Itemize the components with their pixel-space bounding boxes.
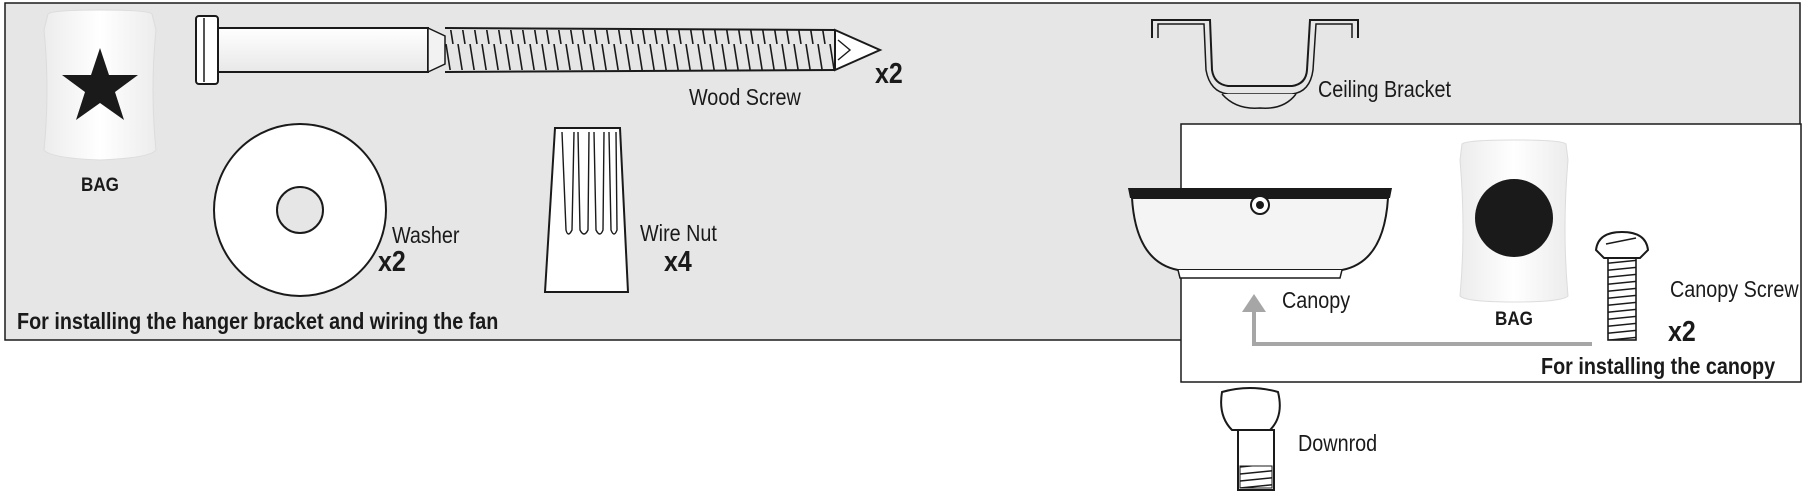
wood-screw-drawing (195, 15, 883, 85)
canopy-screw-label: Canopy Screw (1670, 276, 1799, 302)
canopy-label: Canopy (1282, 287, 1351, 313)
washer-qty: x2 (378, 246, 406, 278)
ceiling-bracket-drawing (1151, 19, 1359, 109)
wire-nut-qty: x4 (664, 246, 692, 278)
canopy-bag-label: BAG (1494, 309, 1533, 330)
canopy-drawing (1128, 188, 1392, 279)
downrod-drawing (1220, 387, 1281, 491)
star-icon (62, 48, 138, 120)
arrow-icon (1242, 294, 1592, 346)
canopy-screw-drawing (1594, 230, 1650, 341)
washer-drawing (213, 123, 387, 297)
wood-screw-qty: x2 (875, 58, 903, 90)
bag-star (43, 9, 157, 161)
ceiling-bracket-label: Ceiling Bracket (1318, 76, 1452, 102)
bag-label: BAG (80, 175, 119, 196)
downrod-label: Downrod (1298, 430, 1378, 456)
wood-screw-label: Wood Screw (689, 84, 801, 110)
hardware-caption: For installing the hanger bracket and wi… (17, 308, 499, 334)
canopy-screw-qty: x2 (1668, 316, 1696, 348)
wire-nut-label: Wire Nut (640, 220, 717, 246)
washer-label: Washer (392, 222, 460, 248)
circle-icon (1475, 179, 1553, 257)
canopy-caption: For installing the canopy (1541, 353, 1776, 379)
bag-circle (1459, 139, 1569, 303)
wire-nut-drawing (543, 127, 630, 293)
